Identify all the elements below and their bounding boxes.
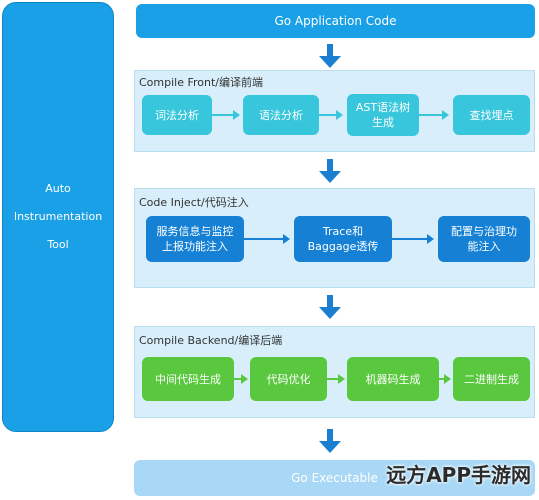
- side-label-line-1: Auto: [45, 182, 71, 195]
- side-label-line-2: Instrumentation: [13, 210, 103, 223]
- down-arrow-icon: [319, 295, 341, 319]
- config-governance-injection-box: 配置与治理功 能注入: [438, 216, 530, 262]
- code-inject-title: Code Inject/代码注入: [139, 196, 249, 209]
- right-arrow-icon: [244, 234, 290, 244]
- trace-baggage-propagation-box: Trace和 Baggage透传: [294, 216, 392, 262]
- down-arrow-icon: [319, 159, 341, 183]
- compile-backend-title: Compile Backend/编译后端: [139, 334, 283, 347]
- compile-front-title: Compile Front/编译前端: [139, 76, 264, 89]
- ast-generation-box: AST语法树 生成: [347, 94, 419, 136]
- watermark: 远方APP手游网: [386, 463, 531, 487]
- down-arrow-icon: [319, 429, 341, 453]
- go-executable-bar: Go Executable: [134, 460, 535, 496]
- right-arrow-icon: [212, 110, 240, 120]
- right-arrow-icon: [319, 110, 343, 120]
- find-instrument-points-box: 查找埋点: [453, 95, 530, 135]
- side-label-line-3: Tool: [47, 238, 69, 251]
- right-arrow-icon: [439, 374, 451, 384]
- down-arrow-icon: [319, 44, 341, 68]
- right-arrow-icon: [419, 110, 449, 120]
- auto-instrumentation-tool-block: Auto Instrumentation Tool: [2, 2, 114, 432]
- intermediate-code-generation-box: 中间代码生成: [142, 357, 234, 401]
- service-monitoring-injection-box: 服务信息与监控 上报功能注入: [146, 216, 244, 262]
- go-application-code-bar: Go Application Code: [136, 4, 535, 38]
- binary-generation-box: 二进制生成: [453, 357, 530, 401]
- right-arrow-icon: [392, 234, 434, 244]
- right-arrow-icon: [234, 374, 248, 384]
- lexical-analysis-box: 词法分析: [142, 95, 212, 135]
- syntax-analysis-box: 语法分析: [243, 95, 319, 135]
- machine-code-generation-box: 机器码生成: [347, 357, 439, 401]
- code-optimization-box: 代码优化: [250, 357, 327, 401]
- right-arrow-icon: [327, 374, 345, 384]
